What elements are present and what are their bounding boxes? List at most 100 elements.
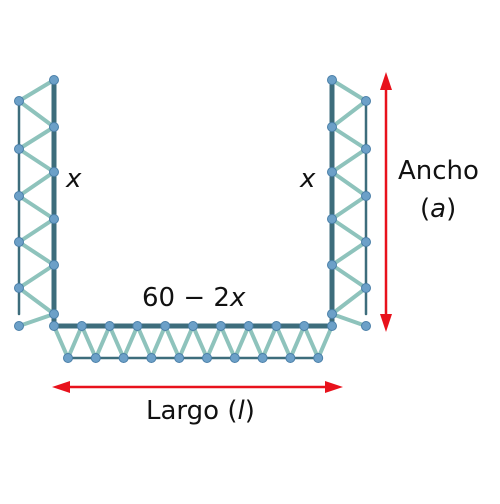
truss-node	[327, 214, 337, 224]
truss-web-member	[330, 312, 368, 328]
truss-web-member	[288, 324, 307, 360]
truss-node	[146, 353, 157, 363]
width-symbol-label: (a)	[420, 194, 457, 224]
truss-web-member	[66, 324, 84, 360]
truss-web-member	[191, 324, 209, 360]
bottom-side-variable: x	[229, 283, 246, 313]
truss-web-member	[330, 125, 368, 151]
truss-node	[229, 353, 240, 363]
length-label: Largo (l)	[146, 396, 255, 426]
truss-web-member	[177, 324, 195, 360]
truss-node	[49, 260, 59, 270]
truss-node	[188, 321, 198, 331]
length-word: Largo (	[146, 396, 238, 426]
truss-web-member	[17, 125, 56, 151]
truss-node	[14, 283, 24, 293]
truss-node	[215, 321, 226, 331]
truss-web-member	[17, 286, 56, 316]
truss-web-member	[163, 324, 182, 360]
truss-node	[327, 321, 337, 331]
truss-node	[49, 122, 59, 132]
truss-node	[49, 214, 59, 224]
truss-node	[361, 96, 371, 106]
truss-web-member	[79, 324, 98, 360]
truss-node	[285, 353, 296, 363]
truss-node	[49, 75, 59, 85]
width-arrowhead-bottom	[380, 314, 392, 332]
truss-web-member	[316, 324, 334, 360]
truss-web-member	[232, 324, 251, 360]
truss-node	[174, 353, 185, 363]
truss-node	[14, 237, 24, 247]
truss-node	[327, 260, 337, 270]
bottom-side-label: 60 − 2x	[142, 283, 245, 313]
truss-node	[49, 321, 59, 331]
truss-chords	[17, 77, 368, 360]
truss-node	[14, 191, 24, 201]
width-symbol: a	[430, 194, 447, 224]
truss-web-member	[330, 217, 368, 244]
truss-node	[49, 167, 59, 177]
bottom-side-prefix: 60 − 2	[142, 283, 230, 313]
width-arrowhead-top	[380, 72, 392, 90]
truss-node	[313, 353, 324, 363]
truss-web-member	[17, 99, 56, 129]
truss-node	[14, 96, 24, 106]
truss-node	[361, 191, 371, 201]
truss-webs	[17, 78, 368, 360]
truss-web-member	[330, 263, 368, 290]
truss-web-member	[93, 324, 112, 360]
truss-node	[132, 321, 143, 331]
length-symbol: l	[237, 396, 245, 426]
width-word-label: Ancho	[398, 156, 479, 186]
truss-node	[361, 283, 371, 293]
truss-web-member	[17, 217, 56, 244]
truss-node	[49, 309, 59, 319]
truss-nodes	[14, 75, 371, 363]
length-close: )	[244, 396, 255, 426]
truss-web-member	[302, 324, 321, 360]
truss-web-member	[17, 194, 56, 221]
length-arrowhead-left	[52, 381, 70, 393]
truss-web-member	[17, 312, 56, 328]
truss-web-member	[17, 170, 56, 198]
truss-node	[271, 321, 282, 331]
right-side-label: x	[300, 164, 316, 194]
truss-node	[160, 321, 171, 331]
truss-node	[257, 353, 268, 363]
truss-web-member	[246, 324, 265, 360]
truss-web-member	[218, 324, 237, 360]
truss-node	[361, 237, 371, 247]
truss-web-member	[17, 78, 56, 103]
truss-node	[243, 321, 254, 331]
truss-web-member	[121, 324, 140, 360]
truss-web-member	[330, 147, 368, 174]
truss-node	[90, 353, 101, 363]
truss-node	[63, 353, 73, 363]
truss-node	[327, 309, 337, 319]
truss-node	[14, 321, 24, 331]
truss-web-member	[330, 170, 368, 198]
truss-node	[104, 321, 115, 331]
truss-web-member	[135, 324, 154, 360]
truss-node	[361, 321, 371, 331]
truss-node	[202, 353, 212, 363]
truss-node	[327, 122, 337, 132]
truss-web-member	[149, 324, 168, 360]
truss-web-member	[52, 324, 70, 360]
truss-node	[327, 167, 337, 177]
left-side-label: x	[66, 164, 82, 194]
truss-web-member	[17, 263, 56, 290]
truss-node	[327, 75, 337, 85]
truss-web-member	[330, 194, 368, 221]
length-arrowhead-right	[325, 381, 343, 393]
truss-web-member	[330, 78, 368, 103]
truss-web-member	[107, 324, 126, 360]
truss-node	[14, 144, 24, 154]
truss-web-member	[260, 324, 279, 360]
truss-node	[76, 321, 87, 331]
truss-web-member	[330, 286, 368, 316]
truss-node	[118, 353, 129, 363]
